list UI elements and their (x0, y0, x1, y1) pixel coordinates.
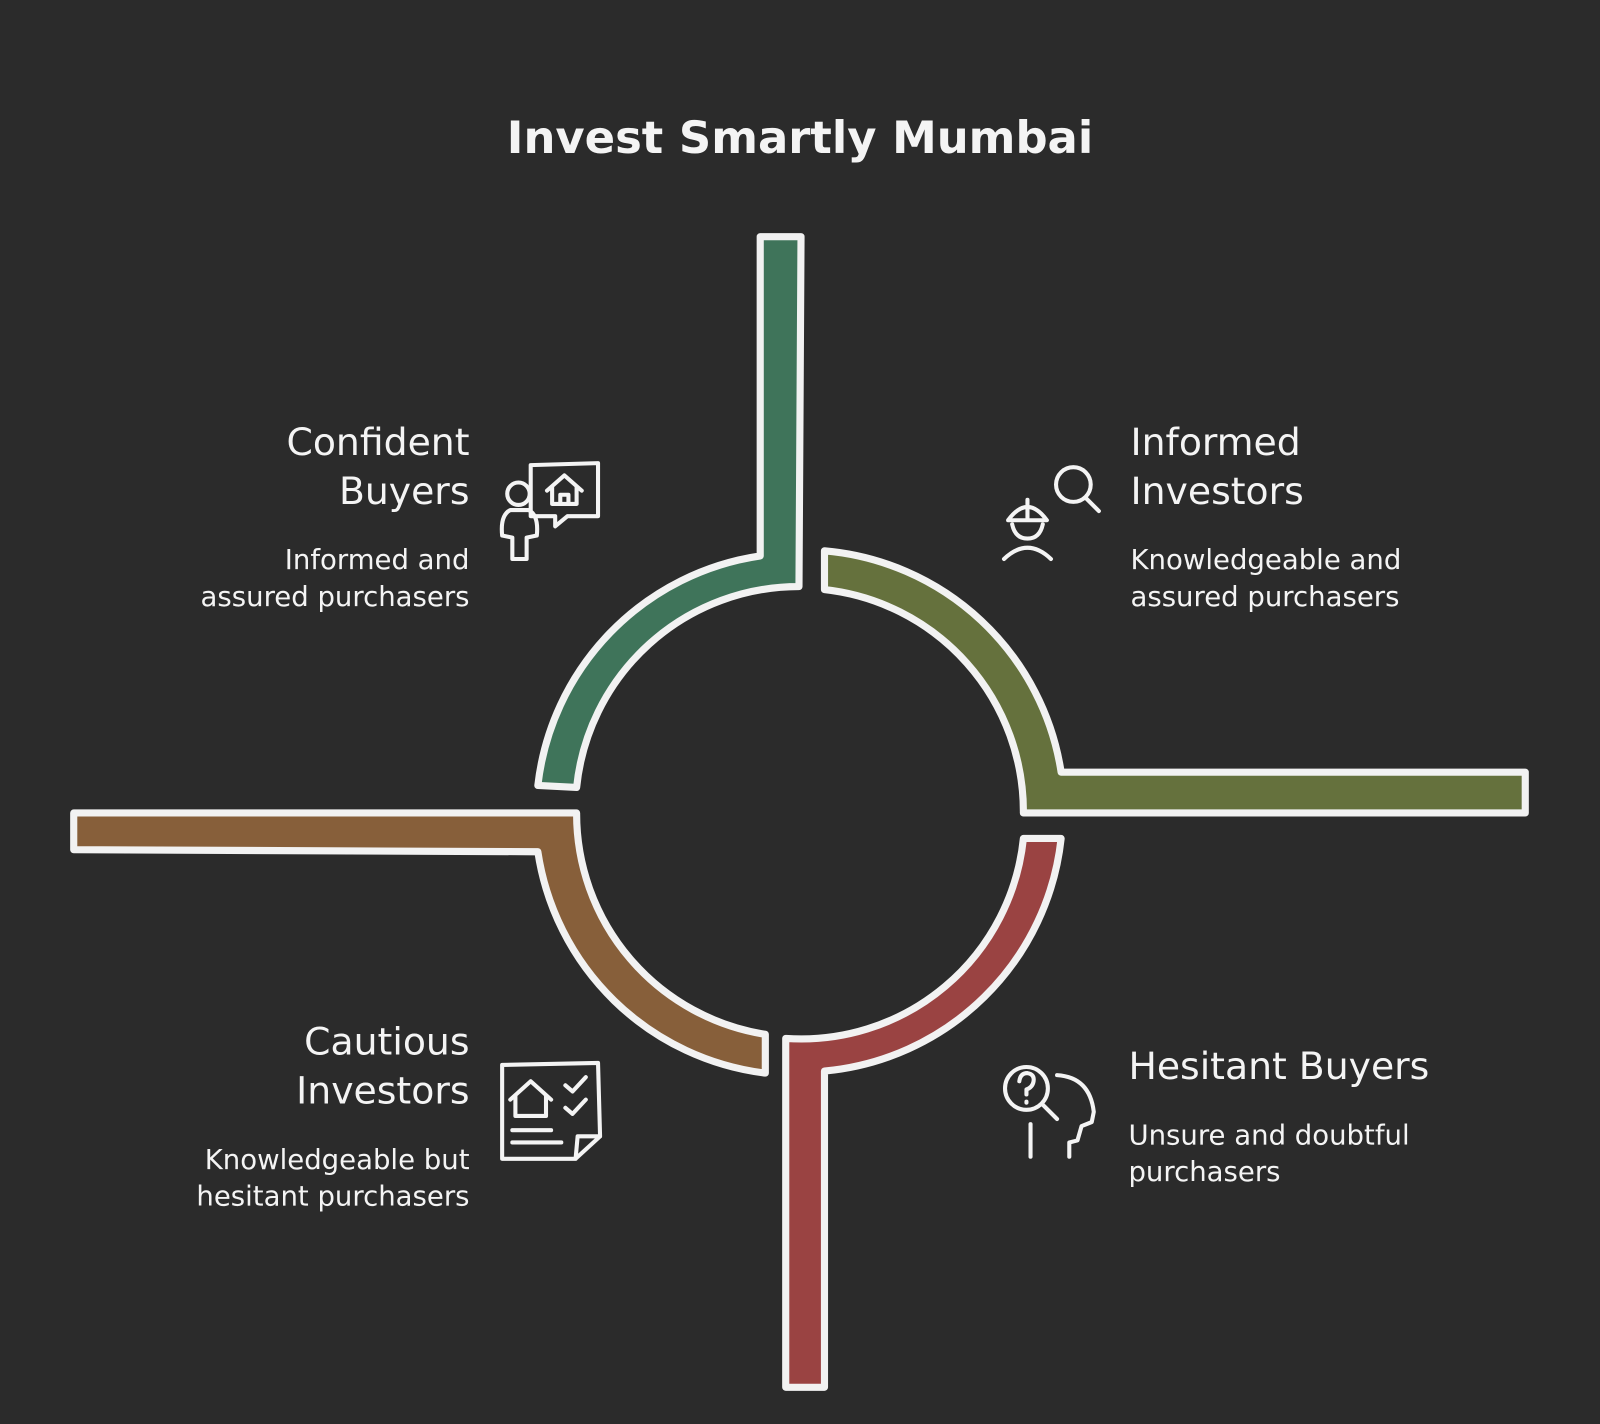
quadrant-label: Buyers (339, 469, 470, 513)
quadrant-description: purchasers (1128, 1156, 1280, 1188)
quadrant-hesitant-buyers: Hesitant Buyers Unsure and doubtful purc… (1002, 1044, 1429, 1188)
worker-magnifier-icon (1001, 465, 1101, 562)
segment-informed-investors (820, 547, 1529, 817)
house-checklist-icon (500, 1060, 603, 1161)
quadrant-label: Cautious (304, 1020, 469, 1064)
quadrant-description: Knowledgeable and (1130, 544, 1401, 576)
quadrant-informed-investors: Informed Investors Knowledgeable and ass… (1001, 420, 1401, 613)
segment-cautious-investors (70, 809, 769, 1077)
quadrant-label: Investors (296, 1069, 469, 1113)
quadrant-description: Unsure and doubtful (1128, 1120, 1409, 1152)
segment-hesitant-buyers (782, 834, 1065, 1391)
segment-confident-buyers (534, 233, 805, 792)
quadrant-confident-buyers: Confident Buyers Informed and assured pu… (201, 420, 601, 613)
quadrant-label: Confident (287, 420, 470, 464)
diagram-title: Invest Smartly Mumbai (507, 111, 1093, 164)
quadrant-cautious-investors: Cautious Investors Knowledgeable but hes… (196, 1020, 603, 1213)
quadrant-label: Hesitant Buyers (1128, 1044, 1429, 1088)
quadrant-label: Investors (1130, 469, 1303, 513)
quadrant-description: hesitant purchasers (196, 1181, 469, 1213)
quadrant-description: Knowledgeable but (205, 1144, 470, 1176)
head-question-icon (1002, 1064, 1096, 1159)
quadrant-description: assured purchasers (1130, 581, 1399, 613)
person-house-speech-icon (499, 461, 601, 562)
quadrant-description: Informed and (285, 544, 470, 576)
quadrant-label: Informed (1130, 420, 1300, 464)
quadrant-description: assured purchasers (201, 581, 470, 613)
